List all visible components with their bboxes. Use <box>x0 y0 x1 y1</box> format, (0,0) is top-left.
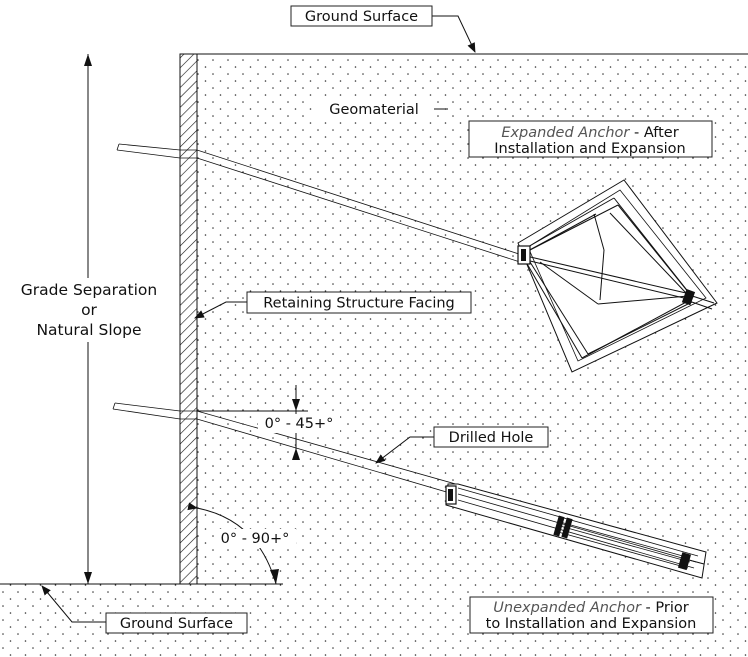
drilled-hole-leader <box>375 436 434 464</box>
svg-text:or: or <box>81 301 97 319</box>
svg-text:Geomaterial: Geomaterial <box>329 102 419 118</box>
label-grade-separation: Grade Separation or Natural Slope <box>21 281 157 339</box>
label-drilled-hole: Drilled Hole <box>433 426 549 448</box>
grade-arrow-top <box>84 54 92 66</box>
label-expanded-anchor: Expanded Anchor - After Installation and… <box>468 120 713 158</box>
svg-text:Unexpanded Anchor - Prior: Unexpanded Anchor - Prior <box>493 600 688 616</box>
retaining-wall <box>179 53 198 585</box>
label-ground-surface-bottom: Ground Surface <box>105 612 248 634</box>
label-retaining-structure: Retaining Structure Facing <box>246 291 472 314</box>
svg-text:Expanded Anchor - After: Expanded Anchor - After <box>501 125 678 141</box>
label-wall-angle: 0° - 90+° <box>214 529 296 548</box>
svg-text:Grade Separation: Grade Separation <box>21 281 157 299</box>
svg-text:to Installation and Expansion: to Installation and Expansion <box>486 616 697 632</box>
svg-text:Drilled Hole: Drilled Hole <box>449 430 534 446</box>
label-geomaterial: Geomaterial <box>314 100 434 119</box>
svg-text:Ground Surface: Ground Surface <box>120 616 233 632</box>
grade-arrow-bottom <box>84 572 92 584</box>
svg-text:Ground Surface: Ground Surface <box>305 9 418 25</box>
svg-text:Installation and Expansion: Installation and Expansion <box>494 141 685 157</box>
retaining-leader <box>194 301 247 319</box>
svg-text:Retaining Structure Facing: Retaining Structure Facing <box>263 296 455 312</box>
label-hole-angle: 0° - 45+° <box>258 414 340 433</box>
svg-text:Natural Slope: Natural Slope <box>36 321 141 339</box>
label-ground-surface-top: Ground Surface <box>290 5 433 27</box>
svg-text:0° - 90+°: 0° - 90+° <box>221 531 290 547</box>
ground-surface-bottom-leader <box>41 585 106 623</box>
ground-surface-top-leader <box>432 15 476 53</box>
upper-anchor-rod <box>116 143 523 263</box>
unexpanded-anchor <box>445 483 707 579</box>
label-unexpanded-anchor: Unexpanded Anchor - Prior to Installatio… <box>469 596 714 634</box>
svg-text:0° - 45+°: 0° - 45+° <box>265 416 334 432</box>
expanded-anchor <box>517 179 718 373</box>
